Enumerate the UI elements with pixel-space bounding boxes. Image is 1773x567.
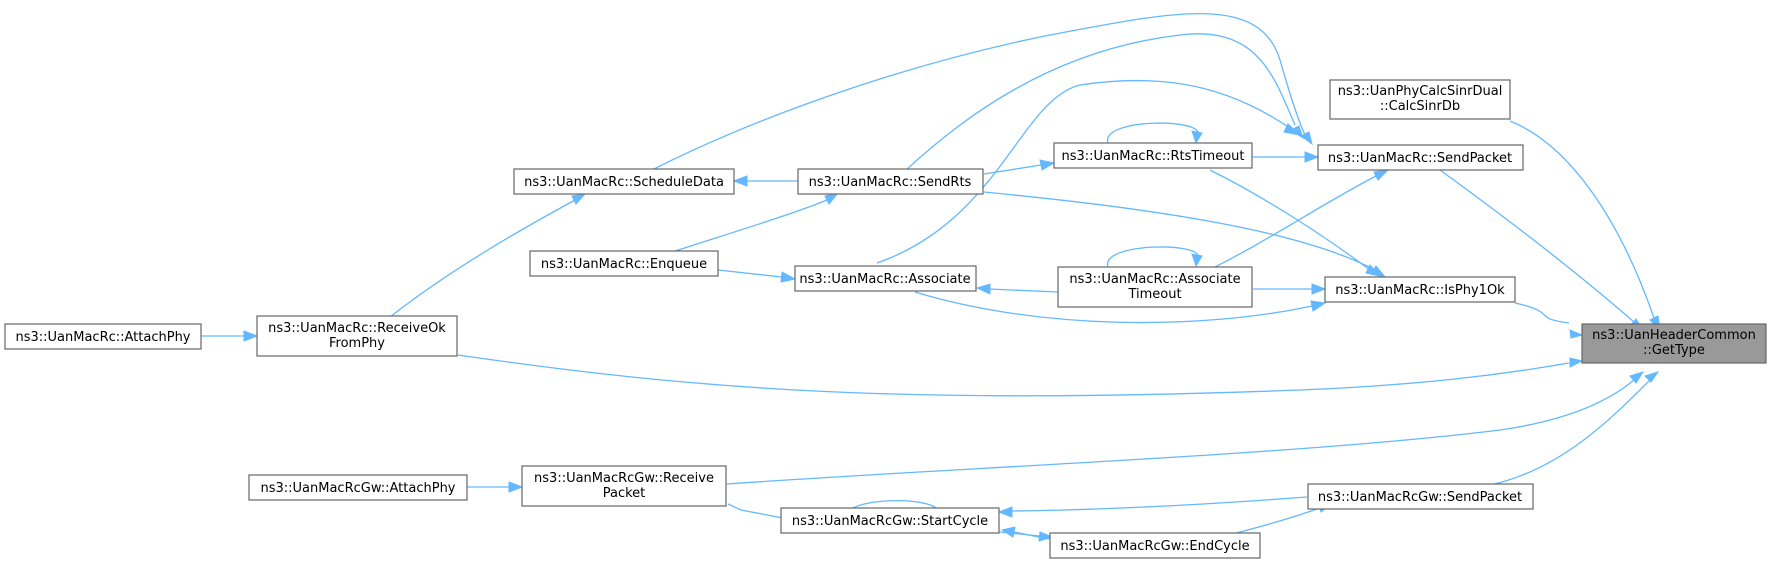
node-associatetimeout-line1: ns3::UanMacRc::Associate	[1069, 272, 1240, 287]
node-gw-startcycle-label: ns3::UanMacRcGw::StartCycle	[792, 514, 988, 529]
edge-attachphyrc-to-receiveokfromphy	[201, 330, 259, 342]
node-associate[interactable]: ns3::UanMacRc::Associate	[794, 265, 977, 292]
node-calcsinrdb-line1: ns3::UanPhyCalcSinrDual	[1338, 84, 1503, 99]
node-gw-sendpacket-label: ns3::UanMacRcGw::SendPacket	[1318, 490, 1522, 505]
edge-associatetimeout-to-isphy1ok	[1253, 283, 1327, 295]
edge-associate-to-isphy1ok	[914, 291, 1327, 324]
node-associatetimeout-line2: Timeout	[1127, 287, 1181, 302]
edge-gwreceivepacket-to-gettype	[726, 371, 1645, 485]
node-sendpacket[interactable]: ns3::UanMacRc::SendPacket	[1317, 144, 1524, 171]
node-sendpacket-label: ns3::UanMacRc::SendPacket	[1328, 151, 1512, 166]
node-calcsinrdb[interactable]: ns3::UanPhyCalcSinrDual ::CalcSinrDb	[1329, 79, 1511, 120]
edge-associate-to-sendpacket	[876, 79, 1302, 264]
edge-enqueue-to-associate	[717, 269, 797, 283]
edge-associatetimeout-self	[1107, 246, 1203, 268]
edge-scheduledata-to-sendpacket	[649, 12, 1313, 172]
node-scheduledata[interactable]: ns3::UanMacRc::ScheduleData	[513, 168, 735, 195]
node-gw-attachphy[interactable]: ns3::UanMacRcGw::AttachPhy	[248, 474, 468, 501]
node-gw-endcycle[interactable]: ns3::UanMacRcGw::EndCycle	[1049, 532, 1261, 559]
node-gw-receivepacket[interactable]: ns3::UanMacRcGw::Receive Packet	[521, 465, 727, 507]
edge-rtstimeout-to-sendpacket	[1252, 151, 1320, 163]
node-sendrts[interactable]: ns3::UanMacRc::SendRts	[797, 168, 984, 195]
edge-calcsinrdb-to-gettype	[1509, 120, 1661, 332]
node-gettype-line2: ::GetType	[1643, 343, 1705, 358]
node-calcsinrdb-line2: ::CalcSinrDb	[1380, 99, 1460, 114]
edge-sendrts-to-scheduledata	[732, 175, 798, 187]
edge-gwsendpacket-to-gettype	[1489, 371, 1660, 486]
node-gw-sendpacket[interactable]: ns3::UanMacRcGw::SendPacket	[1307, 483, 1534, 510]
node-scheduledata-label: ns3::UanMacRc::ScheduleData	[524, 175, 724, 190]
edge-sendrts-to-isphy1ok	[983, 191, 1387, 278]
node-enqueue-label: ns3::UanMacRc::Enqueue	[541, 257, 707, 272]
node-gw-startcycle[interactable]: ns3::UanMacRcGw::StartCycle	[780, 507, 1000, 534]
node-gw-receivepacket-line1: ns3::UanMacRcGw::Receive	[534, 471, 714, 486]
node-attachphy-rc[interactable]: ns3::UanMacRc::AttachPhy	[4, 323, 202, 350]
node-gw-attachphy-label: ns3::UanMacRcGw::AttachPhy	[260, 481, 455, 496]
node-receiveokfromphy-line2: FromPhy	[329, 336, 385, 351]
edge-sendpacket-to-gettype	[1439, 169, 1645, 331]
edge-associatetimeout-to-sendpacket	[1204, 169, 1390, 273]
node-sendrts-label: ns3::UanMacRc::SendRts	[809, 175, 972, 190]
edge-associate-to-associatetimeout	[975, 283, 1059, 295]
edge-rtstimeout-self	[1107, 122, 1203, 145]
node-gettype-line1: ns3::UanHeaderCommon	[1592, 328, 1756, 343]
edge-receiveokfromphy-to-scheduledata	[389, 193, 587, 318]
edge-gwattachphy-to-gwreceivepacket	[467, 481, 524, 493]
edge-enqueue-to-sendrts	[671, 192, 840, 253]
edge-isphy1ok-to-gettype	[1514, 302, 1584, 339]
node-gw-endcycle-label: ns3::UanMacRcGw::EndCycle	[1060, 539, 1249, 554]
node-enqueue[interactable]: ns3::UanMacRc::Enqueue	[529, 250, 719, 277]
node-rtstimeout[interactable]: ns3::UanMacRc::RtsTimeout	[1053, 142, 1253, 169]
node-gw-receivepacket-line2: Packet	[603, 486, 646, 501]
node-receiveokfromphy[interactable]: ns3::UanMacRc::ReceiveOk FromPhy	[256, 315, 458, 357]
node-attachphy-rc-label: ns3::UanMacRc::AttachPhy	[15, 330, 190, 345]
edge-gwsendpacket-to-gwstartcycle	[997, 496, 1308, 518]
edge-receiveokfromphy-to-gettype	[457, 354, 1584, 397]
node-rtstimeout-label: ns3::UanMacRc::RtsTimeout	[1061, 149, 1244, 164]
node-receiveokfromphy-line1: ns3::UanMacRc::ReceiveOk	[268, 321, 446, 336]
node-associatetimeout[interactable]: ns3::UanMacRc::Associate Timeout	[1057, 266, 1253, 308]
edge-gwstartcycle-to-gwendcycle	[998, 531, 1054, 542]
node-isphy1ok[interactable]: ns3::UanMacRc::IsPhy1Ok	[1324, 276, 1516, 303]
node-associate-label: ns3::UanMacRc::Associate	[799, 272, 970, 287]
node-gettype[interactable]: ns3::UanHeaderCommon ::GetType	[1581, 323, 1767, 364]
edge-sendrts-to-rtstimeout	[983, 159, 1056, 175]
node-isphy1ok-label: ns3::UanMacRc::IsPhy1Ok	[1335, 283, 1505, 298]
